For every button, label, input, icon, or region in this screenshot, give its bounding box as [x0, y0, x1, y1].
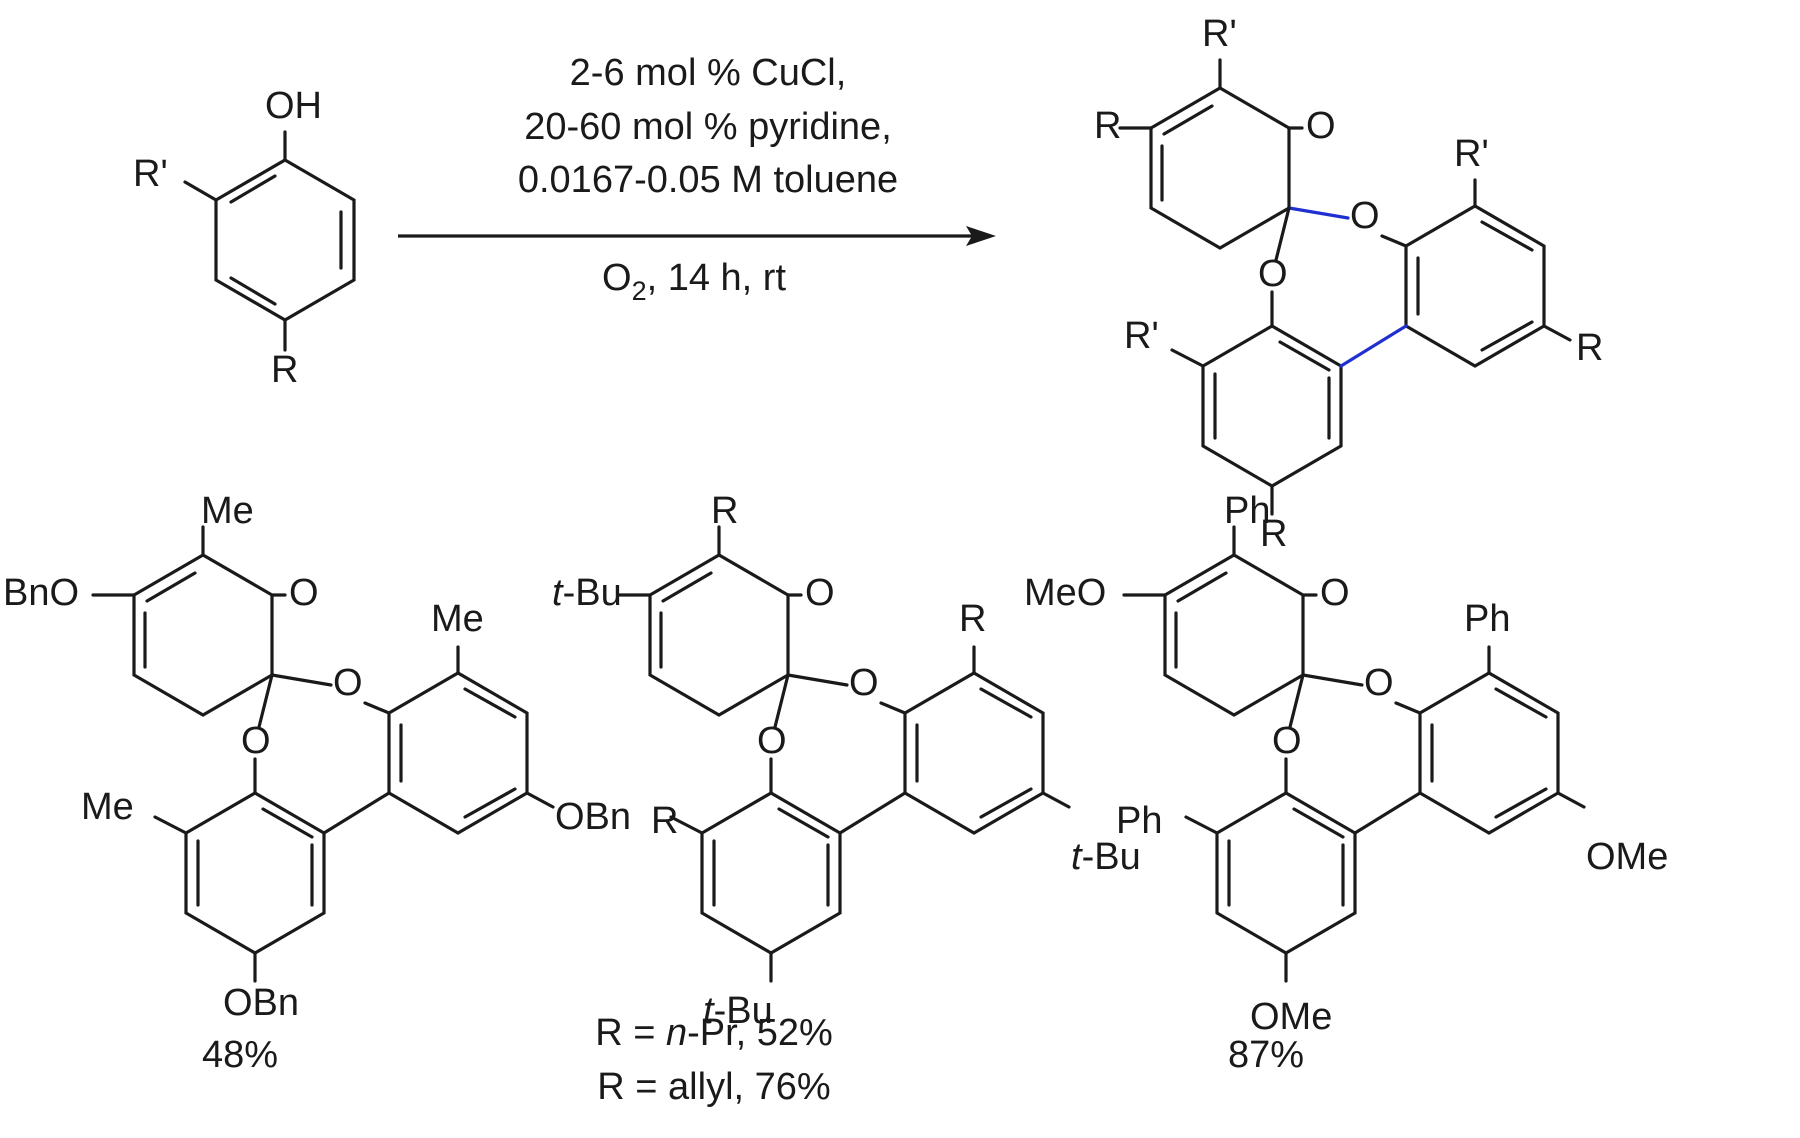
gp-o-left: O	[1258, 253, 1288, 295]
ex2-tbu-left: t-Bu	[552, 572, 622, 614]
gp-r-prime-right: R'	[1454, 133, 1489, 175]
ex3-o-left: O	[1272, 720, 1302, 762]
gp-carbonyl-o: O	[1306, 105, 1336, 147]
ex2-r-left: R	[651, 800, 678, 842]
ex3-phenyl-top: Ph	[1224, 490, 1270, 532]
gp-o-right: O	[1350, 195, 1380, 237]
ex3-methoxy-left: MeO	[1024, 572, 1106, 614]
ex2-tbu-right: t-Bu	[1071, 836, 1141, 878]
gp-r-left: R	[1094, 105, 1121, 147]
ex2-o-right: O	[849, 662, 879, 704]
gp-r-right: R	[1576, 327, 1603, 369]
example-product-3: Ph MeO O O O Ph OMe Ph OMe	[1024, 490, 1668, 1038]
reactant-phenol: OH R' R	[133, 85, 356, 391]
ex1-benzyloxy-right: OBn	[555, 796, 631, 838]
general-product: R' R O O O R' R R' R	[1094, 13, 1603, 555]
ex3-phenyl-left: Ph	[1116, 800, 1162, 842]
ex2-r-top: R	[711, 490, 738, 532]
ex3-methoxy-bottom: OMe	[1250, 996, 1332, 1038]
ex3-methoxy-right: OMe	[1586, 836, 1668, 878]
condition-line-1: 2-6 mol % CuCl,	[570, 52, 847, 94]
ex1-yield: 48%	[202, 1034, 278, 1076]
ex3-carbonyl-o: O	[1320, 572, 1350, 614]
reaction-arrow	[398, 226, 996, 246]
ex1-carbonyl-o: O	[289, 572, 319, 614]
ex1-benzyloxy-bottom: OBn	[223, 982, 299, 1024]
ex3-phenyl-right: Ph	[1464, 598, 1510, 640]
example-product-1: Me BnO O O O Me OBn Me OBn	[3, 490, 631, 1024]
example-product-2: R t-Bu O O O R t-Bu R t-Bu	[552, 490, 1141, 1032]
ex1-methyl-left: Me	[81, 786, 134, 828]
gp-r-bottom: R	[1260, 513, 1287, 555]
ex2-carbonyl-o: O	[805, 572, 835, 614]
condition-line-3: 0.0167-0.05 M toluene	[518, 159, 898, 201]
gp-r-prime-left: R'	[1124, 315, 1159, 357]
ex1-o-right: O	[333, 662, 363, 704]
ex2-yield-line-1: R = n-Pr, 52%	[595, 1012, 833, 1054]
ex2-tbu-bottom: t-Bu	[703, 990, 773, 1032]
ex1-methyl-right: Me	[431, 598, 484, 640]
r-prime-label: R'	[133, 153, 168, 195]
condition-line-4: O2, 14 h, rt	[602, 257, 786, 306]
ex3-o-right: O	[1364, 662, 1394, 704]
ex1-benzyloxy-left: BnO	[3, 572, 79, 614]
gp-r-prime-top: R'	[1202, 13, 1237, 55]
ex1-o-left: O	[241, 720, 271, 762]
hydroxyl-label: OH	[265, 85, 322, 127]
ex2-r-right: R	[959, 598, 986, 640]
ex3-yield: 87%	[1228, 1034, 1304, 1076]
condition-line-2: 20-60 mol % pyridine,	[524, 106, 892, 148]
r-label: R	[271, 349, 298, 391]
ex2-o-left: O	[757, 720, 787, 762]
ex1-methyl-top: Me	[201, 490, 254, 532]
ex2-yield-line-2: R = allyl, 76%	[597, 1066, 830, 1108]
